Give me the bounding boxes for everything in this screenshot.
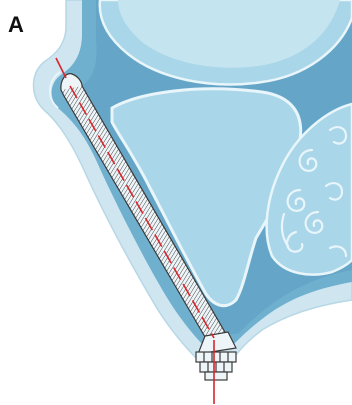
panel-label: A bbox=[8, 14, 24, 36]
